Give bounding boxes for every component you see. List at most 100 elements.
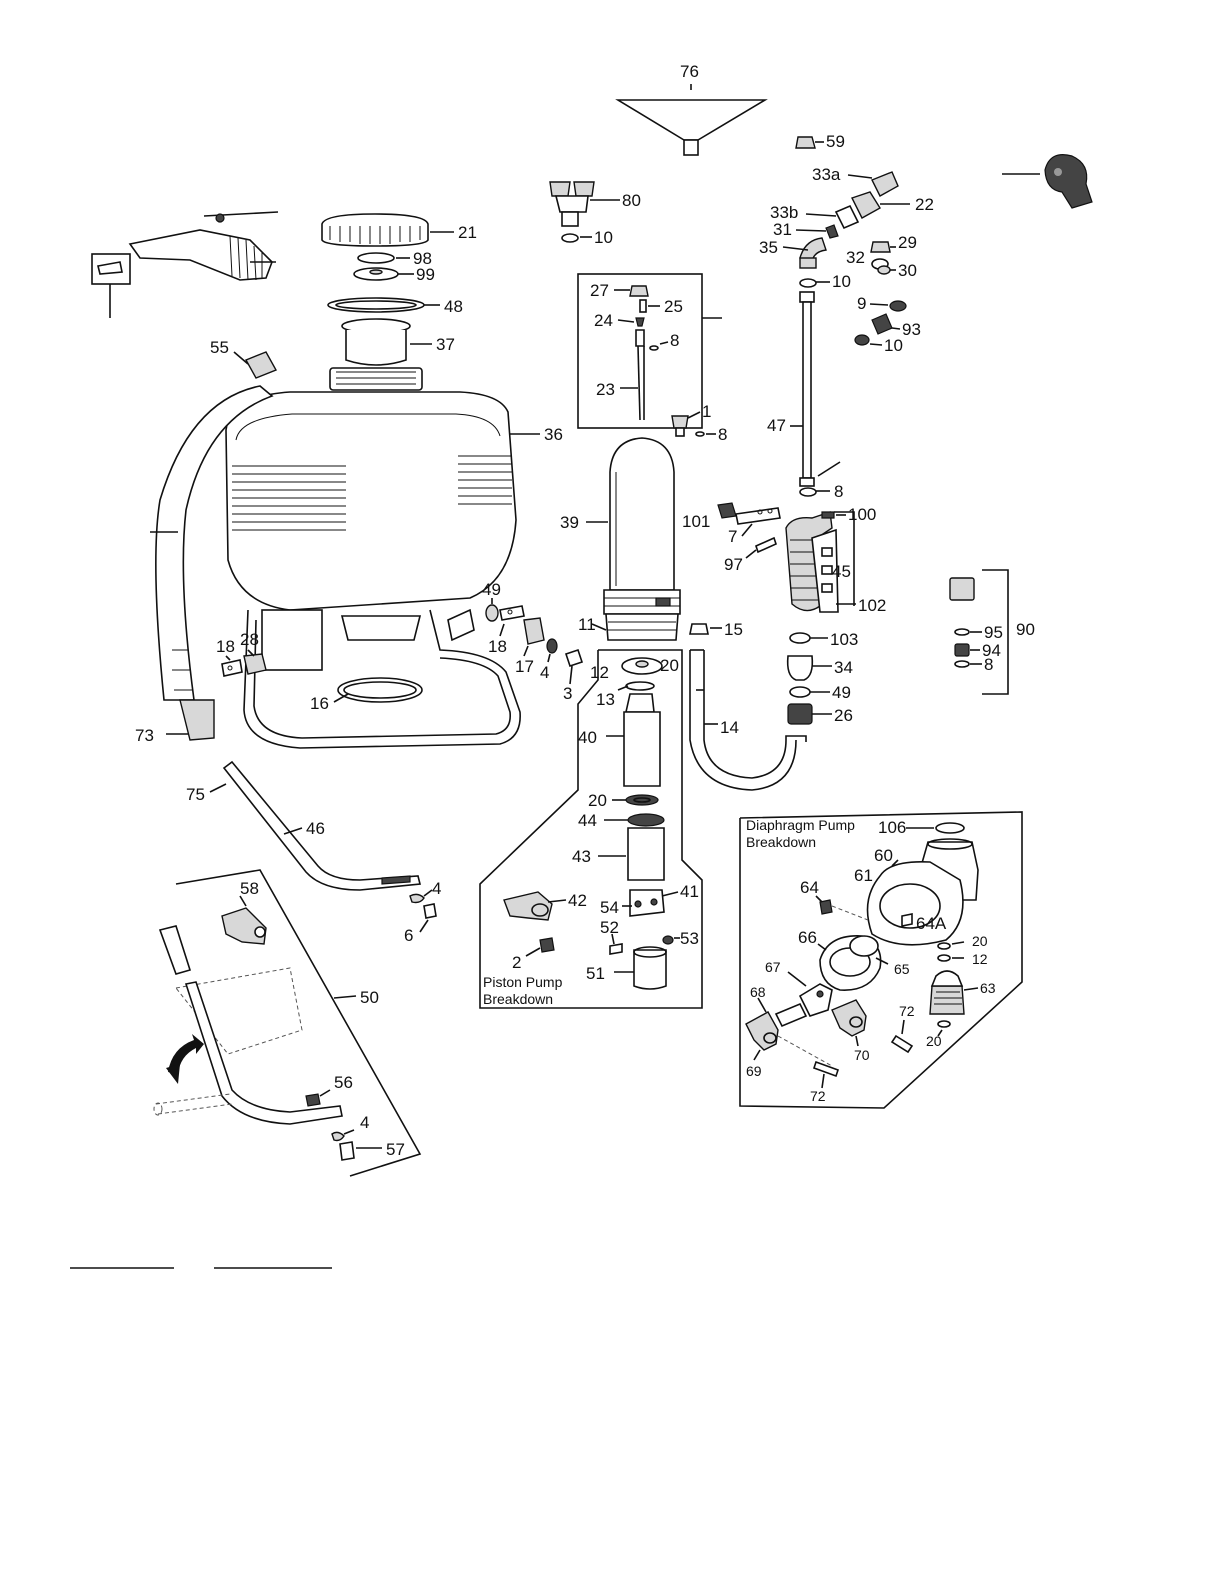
label-28: 28	[240, 630, 259, 649]
label-7: 7	[728, 527, 737, 546]
label-8d: 8	[718, 425, 727, 444]
diaphragm-pump-box	[739, 811, 1023, 1109]
part-10b	[854, 334, 883, 346]
label-94: 94	[982, 641, 1001, 660]
label-53: 53	[680, 929, 699, 948]
label-29: 29	[898, 233, 917, 252]
part-99	[353, 267, 414, 281]
label-12b: 12	[972, 951, 988, 967]
label-27: 27	[590, 281, 609, 300]
diaphragm-box-title-2: Breakdown	[746, 834, 816, 850]
label-48: 48	[444, 297, 463, 316]
label-44: 44	[578, 811, 597, 830]
label-80: 80	[622, 191, 641, 210]
label-14: 14	[720, 718, 739, 737]
label-21: 21	[458, 223, 477, 242]
handle-45-102	[785, 511, 856, 613]
label-37: 37	[436, 335, 455, 354]
label-9: 9	[857, 294, 866, 313]
strainer-37	[341, 318, 432, 366]
label-25: 25	[664, 297, 683, 316]
pump-rod-box	[577, 273, 722, 429]
label-101: 101	[682, 512, 710, 531]
label-16: 16	[310, 694, 329, 713]
label-54: 54	[600, 898, 619, 917]
label-47: 47	[767, 416, 786, 435]
label-63: 63	[980, 980, 996, 996]
part-103	[789, 632, 828, 644]
part-98	[357, 252, 410, 264]
part-31	[795, 224, 839, 239]
label-64: 64	[800, 878, 819, 897]
part-101	[717, 502, 737, 519]
part-1-8d	[671, 411, 716, 437]
label-3: 3	[563, 684, 572, 703]
lever-kit-50	[153, 869, 422, 1177]
lever-46	[209, 760, 437, 933]
label-18b: 18	[216, 637, 235, 656]
piston-box-title-2: Breakdown	[483, 991, 553, 1007]
label-31: 31	[773, 220, 792, 239]
label-56: 56	[334, 1073, 353, 1092]
label-57: 57	[386, 1140, 405, 1159]
part-93	[871, 313, 901, 335]
label-90: 90	[1016, 620, 1035, 639]
label-40: 40	[578, 728, 597, 747]
label-35: 35	[759, 238, 778, 257]
label-51: 51	[586, 964, 605, 983]
label-18a: 18	[488, 637, 507, 656]
label-70: 70	[854, 1047, 870, 1063]
label-49b: 49	[482, 580, 501, 599]
label-50: 50	[360, 988, 379, 1007]
kit-90	[949, 569, 1009, 695]
gasket-48	[327, 297, 440, 313]
label-46: 46	[306, 819, 325, 838]
label-67: 67	[765, 959, 781, 975]
label-45: 45	[832, 562, 851, 581]
label-93: 93	[902, 320, 921, 339]
label-6: 6	[404, 926, 413, 945]
label-8c: 8	[670, 331, 679, 350]
label-55: 55	[210, 338, 229, 357]
elbow-35	[782, 237, 827, 269]
label-33a: 33a	[812, 165, 841, 184]
label-20b: 20	[588, 791, 607, 810]
nozzle-33a	[847, 171, 899, 197]
strap-73	[150, 385, 274, 741]
wand-47	[790, 291, 841, 487]
label-73: 73	[135, 726, 154, 745]
hose-14	[689, 649, 807, 791]
label-34: 34	[834, 658, 853, 677]
nozzle-22	[851, 191, 910, 219]
label-72a: 72	[899, 1003, 915, 1019]
label-58: 58	[240, 879, 259, 898]
label-102: 102	[858, 596, 886, 615]
label-72b: 72	[810, 1088, 826, 1104]
label-61: 61	[854, 866, 873, 885]
label-43: 43	[572, 847, 591, 866]
handle-top-left	[91, 211, 279, 318]
label-15: 15	[724, 620, 743, 639]
label-1: 1	[702, 402, 711, 421]
label-20d: 20	[926, 1033, 942, 1049]
label-26: 26	[834, 706, 853, 725]
part-fittings-mid	[447, 598, 584, 685]
label-76: 76	[680, 62, 699, 81]
cap-59	[795, 136, 824, 149]
frame-16	[243, 609, 521, 749]
label-103: 103	[830, 630, 858, 649]
label-13: 13	[596, 690, 615, 709]
oring-8a	[799, 487, 830, 497]
oring-10a	[799, 278, 830, 288]
part-97	[745, 536, 777, 559]
label-100: 100	[848, 505, 876, 524]
label-99: 99	[416, 265, 435, 284]
piston-box-title-1: Piston Pump	[483, 974, 563, 990]
label-75: 75	[186, 785, 205, 804]
piston-pump-box	[479, 649, 703, 1009]
label-106: 106	[878, 818, 906, 837]
label-12: 12	[590, 663, 609, 682]
label-59: 59	[826, 132, 845, 151]
label-60: 60	[874, 846, 893, 865]
